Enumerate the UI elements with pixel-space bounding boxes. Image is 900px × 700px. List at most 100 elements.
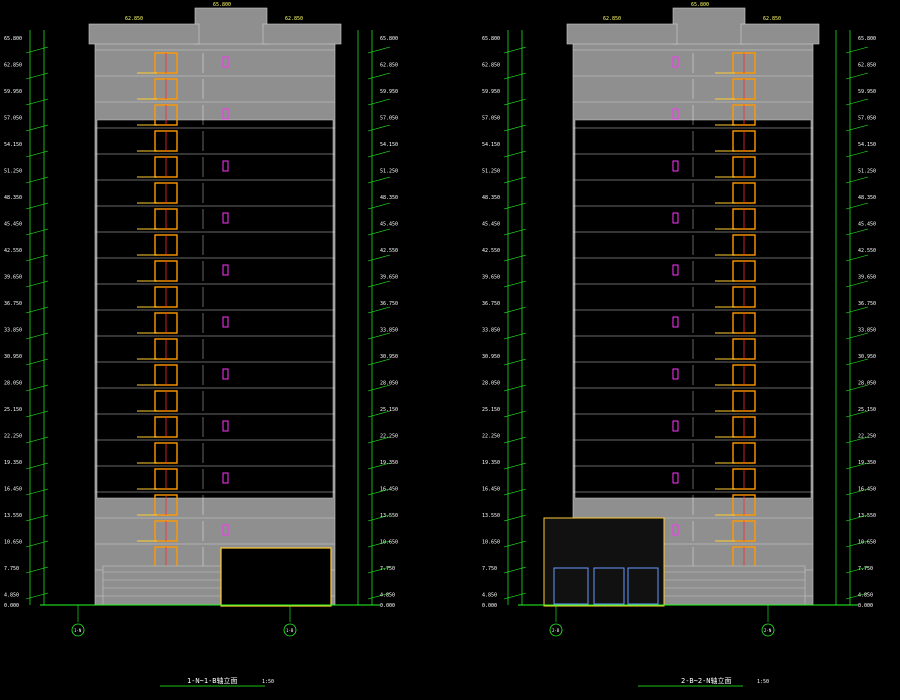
level-label-right: 10.650 <box>858 540 876 546</box>
dimension-tick <box>25 228 49 236</box>
level-label-right: 59.950 <box>380 89 398 95</box>
axis-bubble <box>549 623 563 637</box>
level-label-right: 54.150 <box>858 142 876 148</box>
dimension-tick <box>845 332 869 340</box>
level-label-left: 7.750 <box>4 566 19 572</box>
level-label-right: 42.550 <box>380 248 398 254</box>
axis-bubble <box>71 623 85 637</box>
dimension-tick <box>367 72 391 80</box>
dimension-tick <box>503 98 527 106</box>
dimension-tick <box>503 202 527 210</box>
level-label-left: 13.550 <box>4 513 22 519</box>
dimension-tick <box>845 254 869 262</box>
stair-window <box>672 160 679 172</box>
stair-window <box>672 56 679 68</box>
level-label-left: 19.350 <box>4 460 22 466</box>
level-label-right: 19.350 <box>380 460 398 466</box>
dimension-tick <box>503 150 527 158</box>
dimension-tick <box>845 566 869 574</box>
dimension-tick <box>367 410 391 418</box>
stair-window <box>222 472 229 484</box>
stair-window <box>672 212 679 224</box>
level-label-right: 7.750 <box>380 566 395 572</box>
dimension-tick <box>367 98 391 106</box>
top-mark-right: 62.850 <box>285 16 303 22</box>
dimension-tick <box>845 592 869 600</box>
dimension-tick <box>25 540 49 548</box>
dimension-tick <box>845 436 869 444</box>
stair-window <box>222 524 229 536</box>
dimension-tick <box>845 540 869 548</box>
level-label-right: 36.750 <box>858 301 876 307</box>
dimension-tick <box>503 280 527 288</box>
dimension-tick <box>367 46 391 54</box>
level-label-right: 13.550 <box>858 513 876 519</box>
dimension-tick <box>503 462 527 470</box>
stair-window <box>672 368 679 380</box>
level-label-left: 16.450 <box>482 487 500 493</box>
dimension-tick <box>845 150 869 158</box>
dimension-tick <box>25 280 49 288</box>
dimension-tick <box>503 540 527 548</box>
level-label-left: 57.050 <box>4 116 22 122</box>
dimension-tick <box>503 488 527 496</box>
dimension-tick <box>503 358 527 366</box>
dimension-tick <box>25 124 49 132</box>
level-label-left: 54.150 <box>4 142 22 148</box>
dimension-tick <box>503 124 527 132</box>
stair-window <box>222 368 229 380</box>
level-label-left: 19.350 <box>482 460 500 466</box>
dimension-tick <box>503 410 527 418</box>
top-mark-left: 62.850 <box>603 16 621 22</box>
elevation-left-scale: 1:50 <box>262 679 275 685</box>
level-label-right: 65.800 <box>858 36 876 42</box>
dimension-tick <box>25 566 49 574</box>
level-label-right: 16.450 <box>380 487 398 493</box>
dimension-tick <box>503 384 527 392</box>
stair-window <box>672 524 679 536</box>
stair-window <box>672 472 679 484</box>
dimension-tick <box>503 46 527 54</box>
level-label-right: 22.250 <box>858 434 876 440</box>
roof-crown <box>194 7 268 45</box>
dimension-tick <box>503 306 527 314</box>
level-label-left: 57.050 <box>482 116 500 122</box>
level-label-left: 42.550 <box>4 248 22 254</box>
axis-bubble <box>761 623 775 637</box>
stair-window <box>222 108 229 120</box>
facade-dark-band <box>96 119 334 499</box>
stair-window <box>222 56 229 68</box>
level-label-left: 13.550 <box>482 513 500 519</box>
level-label-right: 65.800 <box>380 36 398 42</box>
entrance-canopy <box>543 517 665 607</box>
level-label-right: 62.850 <box>858 63 876 69</box>
dimension-tick <box>367 150 391 158</box>
dimension-tick <box>367 176 391 184</box>
dimension-tick <box>25 202 49 210</box>
level-label-left: 65.800 <box>4 36 22 42</box>
dimension-tick <box>367 384 391 392</box>
dimension-tick <box>367 228 391 236</box>
level-label-left: 25.150 <box>4 407 22 413</box>
stair-window <box>222 264 229 276</box>
top-mark-left: 62.850 <box>125 16 143 22</box>
elevation-left-caption: 1-N~1-B轴立面 <box>187 677 238 685</box>
dimension-tick <box>503 72 527 80</box>
dimension-tick <box>25 254 49 262</box>
level-label-left: 0.000 <box>4 603 19 609</box>
level-label-left: 62.850 <box>4 63 22 69</box>
dimension-tick <box>367 124 391 132</box>
dimension-tick <box>25 98 49 106</box>
dimension-tick <box>845 462 869 470</box>
dimension-tick <box>503 514 527 522</box>
level-label-left: 59.950 <box>482 89 500 95</box>
entrance-glass <box>553 567 589 605</box>
level-label-left: 33.850 <box>482 328 500 334</box>
level-label-right: 57.050 <box>858 116 876 122</box>
entrance-opening <box>220 547 332 607</box>
level-label-left: 54.150 <box>482 142 500 148</box>
level-label-right: 39.650 <box>858 275 876 281</box>
level-label-left: 36.750 <box>4 301 22 307</box>
